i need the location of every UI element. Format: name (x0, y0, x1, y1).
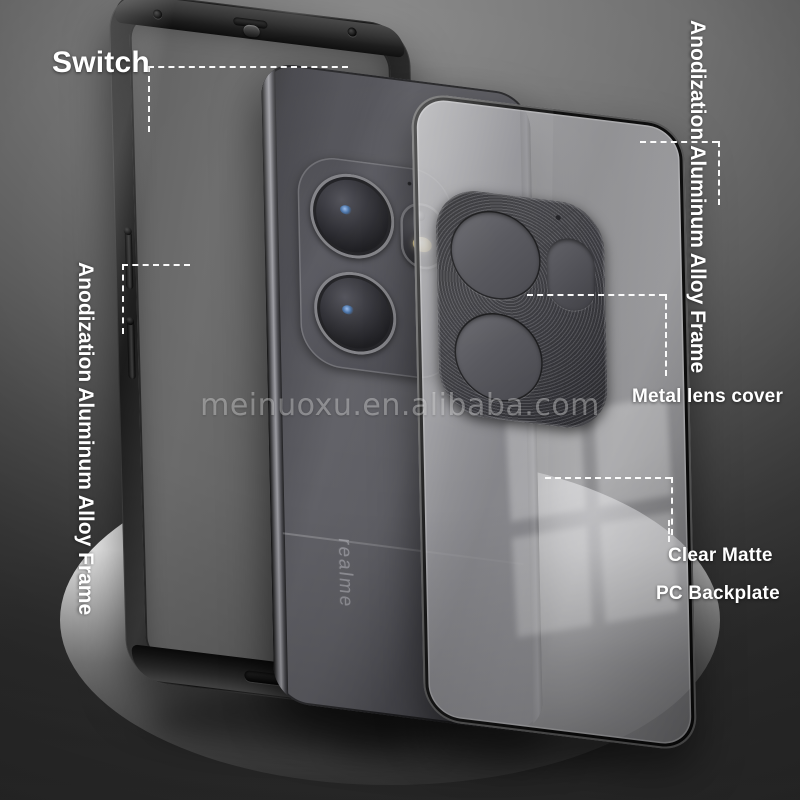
leader-line-alloy-left-h (122, 264, 190, 266)
leader-line-alloy-left-v (122, 264, 124, 334)
leader-line-backplate-v (671, 477, 673, 535)
leader-line-backplate-h (545, 477, 671, 479)
label-alloy-frame-right: Anodization Aluminum Alloy Frame (686, 20, 709, 374)
flash-cutout (546, 235, 596, 314)
mic-cutout (555, 214, 561, 221)
metal-lens-cover (435, 186, 609, 433)
leader-line-alloy-right-v (718, 141, 720, 205)
label-clear-matte: Clear Matte (668, 545, 773, 566)
label-alloy-frame-left: Anodization Aluminum Alloy Frame (74, 262, 97, 616)
leader-line-switch-h (148, 66, 348, 68)
screw-hole (347, 26, 357, 38)
label-pc-backplate: PC Backplate (656, 583, 780, 604)
leader-line-alloy-right-lower (668, 520, 670, 542)
volume-button-cutout (124, 230, 134, 290)
label-metal-lens-cover: Metal lens cover (632, 386, 784, 407)
leader-line-alloy-right-h (640, 141, 718, 143)
clear-pc-backplate (411, 91, 697, 753)
backplate-glass-panel (411, 91, 697, 753)
switch-knob[interactable] (243, 24, 260, 39)
cutout-end-dot (123, 226, 132, 236)
leader-line-lens-v (665, 294, 667, 376)
leader-line-switch-v (148, 66, 150, 132)
leader-line-lens-h (527, 294, 665, 296)
lens-cutout-main (449, 205, 542, 305)
cutout-end-dot (125, 316, 135, 326)
label-switch: Switch (52, 46, 150, 79)
window-reflection (505, 395, 681, 640)
power-button-cutout (127, 320, 136, 380)
lens-cutout-ultrawide (453, 307, 544, 407)
screw-hole (152, 9, 163, 20)
